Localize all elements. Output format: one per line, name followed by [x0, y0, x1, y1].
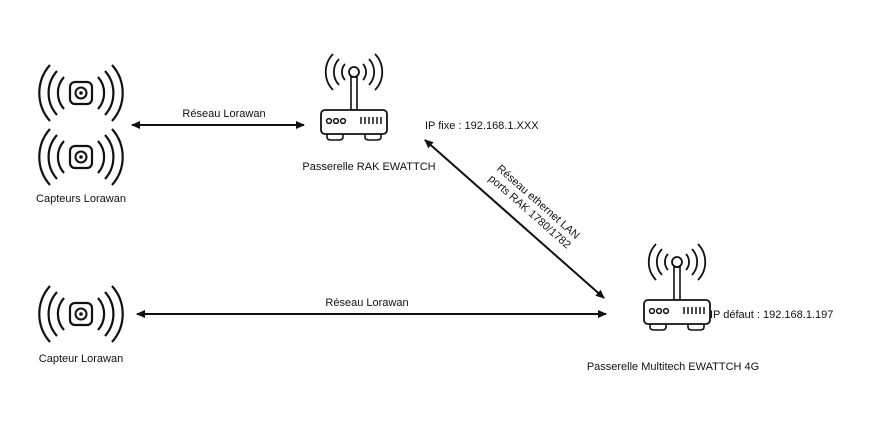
rak-gateway-label: Passerelle RAK EWATTCH — [302, 161, 435, 173]
router-icon-multitech — [643, 243, 711, 331]
multitech-gateway-label: Passerelle Multitech EWATTCH 4G — [587, 361, 759, 373]
edge-ethernet-label-1: Réseau ethernet LAN — [494, 163, 581, 242]
edge-lorawan-top-label: Réseau Lorawan — [182, 108, 265, 120]
sensors-top-label: Capteurs Lorawan — [36, 193, 126, 205]
edge-ethernet-label-2: ports RAK 1780/1782 — [486, 173, 573, 252]
edge-lorawan-bottom-label: Réseau Lorawan — [325, 297, 408, 309]
router-icon-rak — [320, 53, 388, 141]
rak-gateway-ip: IP fixe : 192.168.1.XXX — [425, 120, 539, 132]
sensor-icon-top-2 — [38, 127, 124, 187]
multitech-gateway-ip: IP défaut : 192.168.1.197 — [710, 309, 833, 321]
sensor-bottom-label: Capteur Lorawan — [39, 353, 123, 365]
edge-ethernet — [424, 139, 605, 299]
sensor-icon-bottom — [38, 284, 124, 344]
sensor-icon-top-1 — [38, 63, 124, 123]
